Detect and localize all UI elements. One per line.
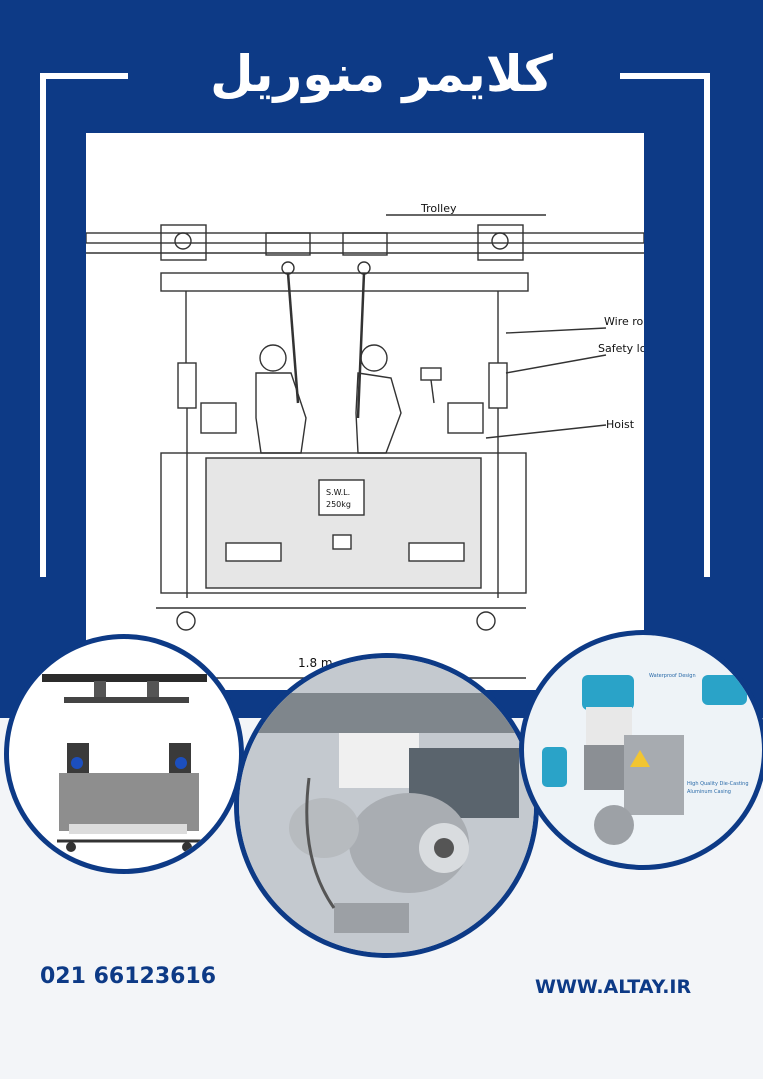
- leader-wire: [505, 327, 607, 334]
- photo-motor-product: Waterproof Design High Quality Die-Casti…: [519, 630, 763, 870]
- worker-right-head: [360, 344, 388, 372]
- hoist-left: [200, 402, 237, 434]
- photo-hoist-closeup: [234, 653, 539, 958]
- rope-left-worker: [286, 272, 300, 404]
- hook-right: [357, 261, 371, 275]
- trolley-right-wheel: [491, 232, 509, 250]
- caster-right: [476, 611, 496, 631]
- climber-drawing-svg: Trolley Wire ro Safety lo Hoist S.W.L. 2…: [86, 202, 644, 679]
- contact-phone[interactable]: 021 66123616: [40, 964, 217, 989]
- worker-left-body: [255, 372, 307, 454]
- leader-safety: [505, 354, 607, 374]
- rope-right-worker: [356, 272, 366, 419]
- label-swl-1: S.W.L.: [326, 488, 350, 497]
- technical-drawing: Trolley Wire ro Safety lo Hoist S.W.L. 2…: [86, 133, 644, 690]
- safety-lock-left: [177, 362, 197, 409]
- safety-lock-right: [488, 362, 508, 409]
- hoist-right: [447, 402, 484, 434]
- platform-mesh: [205, 457, 482, 589]
- label-trolley: Trolley: [420, 202, 457, 215]
- trolley-mid-right: [342, 232, 388, 256]
- trolley-mid-left: [265, 232, 311, 256]
- worker-right-body: [355, 372, 402, 454]
- label-safety-lock: Safety lo: [598, 342, 644, 355]
- platform-slot-right: [408, 542, 465, 562]
- hammer-handle: [430, 379, 435, 404]
- worker-left-head: [259, 344, 287, 372]
- frame-top-right: [620, 73, 710, 79]
- platform-frame: [160, 452, 527, 594]
- trolley-left-wheel: [174, 232, 192, 250]
- hammer-head: [420, 367, 442, 381]
- hook-left: [281, 261, 295, 275]
- frame-top-left: [40, 73, 128, 79]
- label-hoist: Hoist: [606, 418, 635, 431]
- motor-product-svg: Waterproof Design High Quality Die-Casti…: [542, 673, 749, 845]
- frame-right: [704, 73, 710, 577]
- trolley-left: [160, 224, 207, 261]
- photo-platform-render: [4, 634, 244, 874]
- monorail-beam: [86, 232, 644, 244]
- trolley-right: [477, 224, 524, 261]
- swl-plate: [318, 479, 365, 516]
- label-wire-rope: Wire ro: [604, 315, 644, 328]
- caster-left: [176, 611, 196, 631]
- page-title: کلایمر منوریل: [210, 45, 553, 103]
- leader-hoist: [485, 424, 607, 439]
- hoist-closeup-svg: [239, 658, 534, 953]
- platform-slot-left: [225, 542, 282, 562]
- hanging-beam: [160, 272, 529, 292]
- label-swl-2: 250kg: [326, 500, 351, 509]
- platform-handle: [332, 534, 352, 550]
- label-diecasting-2: Aluminum Casing: [687, 789, 731, 795]
- label-waterproof: Waterproof Design: [649, 673, 696, 679]
- platform-render-svg: [42, 674, 207, 852]
- label-diecasting-1: High Quality Die-Casting: [687, 781, 749, 787]
- frame-left: [40, 73, 46, 577]
- website-link[interactable]: WWW.ALTAY.IR: [535, 976, 692, 998]
